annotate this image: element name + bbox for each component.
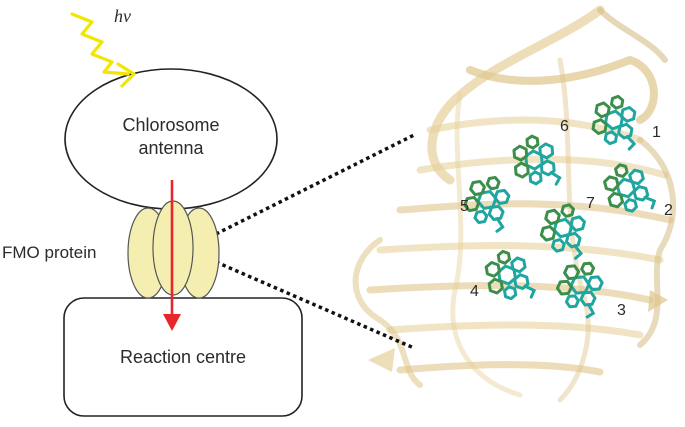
reaction-centre-label: Reaction centre (119, 347, 247, 367)
chromophore-label-6: 6 (560, 118, 569, 135)
energy-transfer-arrow (163, 180, 181, 331)
chromophore-6 (512, 134, 562, 186)
photon-wavy-arrow (70, 12, 136, 88)
chromophore-3 (555, 261, 604, 319)
chromophore-label-3: 3 (617, 302, 626, 319)
chromophore-5 (463, 175, 511, 233)
reaction-centre-box (63, 297, 303, 417)
chlorosome-label-line2: antenna (138, 137, 204, 158)
chromophore-2 (603, 163, 657, 213)
chlorosome-label-line1: Chlorosome (122, 115, 220, 135)
chromophore-label-7: 7 (586, 195, 595, 212)
chromophore-1 (591, 94, 637, 151)
chromophore-4 (484, 249, 537, 301)
photon-label: hν (114, 6, 131, 26)
zoom-connector-lines (215, 133, 415, 350)
chromophore-label-4: 4 (470, 283, 479, 300)
chlorosome-label: Chlorosome antenna (98, 114, 244, 159)
chromophore-7 (539, 203, 586, 260)
chromophore-label-2: 2 (664, 202, 673, 219)
fmo-protein-label: FMO protein (2, 243, 97, 262)
chromophore-label-1: 1 (652, 124, 661, 141)
chromophore-group (463, 94, 657, 319)
chromophore-label-5: 5 (460, 198, 469, 215)
fmo-protein-trimer (127, 200, 220, 299)
